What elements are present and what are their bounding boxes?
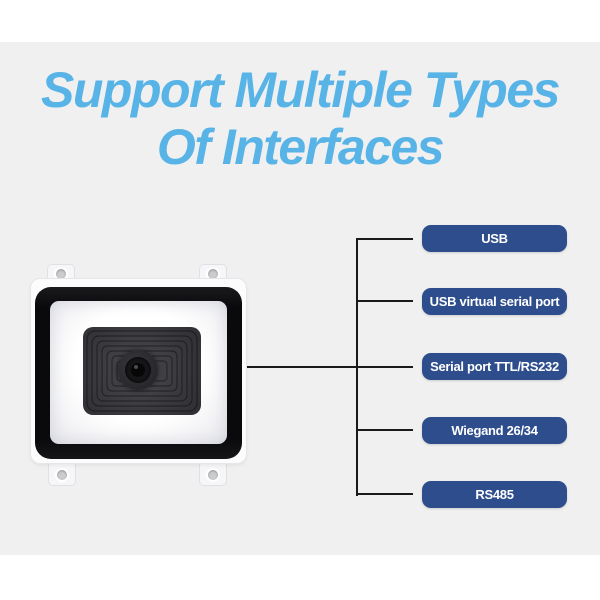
mounting-hole: [56, 269, 66, 279]
scanner-reader-panel: [83, 327, 201, 415]
camera-lens-core: [131, 363, 145, 377]
top-white-band: [0, 0, 600, 42]
camera-lens-ring: [125, 357, 151, 383]
mounting-tab-bottom-right: [199, 460, 227, 486]
camera-lens: [118, 350, 158, 390]
concentric-ridges: [86, 330, 198, 412]
page-title-line1: Support Multiple Types: [41, 62, 560, 118]
interface-label-wiegand-26-34: Wiegand 26/34: [422, 417, 567, 444]
mounting-tab-bottom-left: [48, 460, 76, 486]
interface-label-usb-virtual-serial-port: USB virtual serial port: [422, 288, 567, 315]
connector-branch-usb-virtual: [357, 300, 413, 302]
mounting-hole: [208, 269, 218, 279]
connector-branch-rs485: [357, 493, 413, 495]
connector-branch-wiegand: [357, 429, 413, 431]
lens-glint: [134, 365, 138, 369]
interface-label-serial-port-ttl-rs232: Serial port TTL/RS232: [422, 353, 567, 380]
connector-branch-serial-to-device: [246, 366, 413, 368]
connector-branch-usb: [357, 238, 413, 240]
page-title: Support Multiple Types Of Interfaces: [0, 62, 600, 176]
interface-label-rs485: RS485: [422, 481, 567, 508]
interface-label-usb: USB: [422, 225, 567, 252]
page-title-line2: Of Interfaces: [156, 119, 445, 175]
mounting-hole: [208, 470, 218, 480]
main-canvas: Support Multiple Types Of Interfaces: [0, 42, 600, 555]
mounting-hole: [57, 470, 67, 480]
bottom-white-band: [0, 555, 600, 600]
